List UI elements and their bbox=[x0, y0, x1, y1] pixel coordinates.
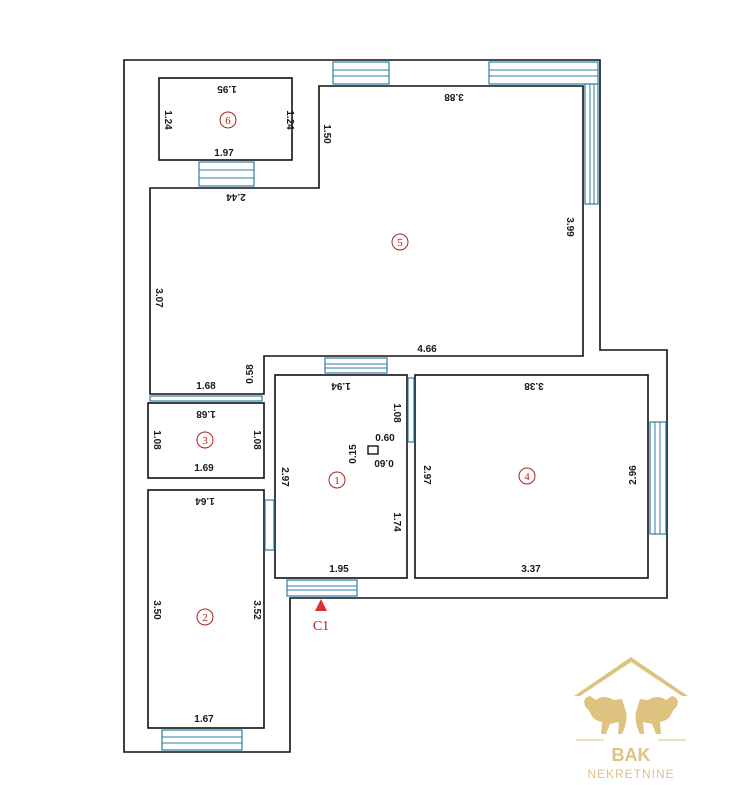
room-4-outline bbox=[414, 374, 649, 579]
dim-r4-bottom: 3.37 bbox=[521, 564, 541, 575]
dim-r1-upper-right: 1.08 bbox=[391, 403, 402, 423]
dim-r1-niche-w2: 0.60 bbox=[374, 457, 394, 468]
dim-r2-right: 3.52 bbox=[251, 600, 262, 620]
dim-r1-top: 1.94 bbox=[331, 380, 351, 391]
dim-r5-notch: 1.50 bbox=[321, 124, 332, 144]
door-room-5-3 bbox=[149, 395, 263, 402]
dim-r3-top: 1.68 bbox=[196, 408, 216, 419]
dim-r5-right: 3.99 bbox=[564, 217, 575, 237]
dim-r1-left: 2.97 bbox=[279, 467, 290, 487]
dim-r2-top: 1.64 bbox=[195, 495, 215, 506]
svg-text:1: 1 bbox=[334, 475, 340, 487]
room-1-outline bbox=[274, 374, 408, 579]
window-top-corner bbox=[488, 61, 599, 85]
room-3-outline bbox=[147, 402, 265, 479]
room-number-2: 2 bbox=[196, 608, 214, 626]
bak-logo: BAK NEKRETNINE bbox=[574, 657, 688, 781]
dim-r6-bottom: 1.97 bbox=[214, 148, 234, 159]
dim-r1-niche-d: 0.15 bbox=[348, 444, 359, 464]
window-right-upper bbox=[584, 83, 599, 205]
dim-r4-right: 2.96 bbox=[628, 465, 639, 485]
room-number-4: 4 bbox=[518, 467, 536, 485]
dim-r1-bottom: 1.95 bbox=[329, 564, 349, 575]
dim-r5-step: 0.58 bbox=[245, 364, 256, 384]
dim-r5-bottom: 4.66 bbox=[417, 344, 437, 355]
door-room-2-1 bbox=[264, 499, 275, 551]
logo-sub: NEKRETNINE bbox=[587, 767, 674, 781]
dim-r1-niche-w: 0.60 bbox=[375, 433, 395, 444]
window-room-1-top bbox=[324, 357, 388, 374]
dim-r5-bottom-left: 1.68 bbox=[196, 381, 216, 392]
dim-r5-upper-left: 2.44 bbox=[226, 191, 246, 202]
dim-r6-top: 1.95 bbox=[217, 83, 237, 94]
dim-r5-left: 3.07 bbox=[153, 288, 164, 308]
entrance-label: C1 bbox=[313, 619, 329, 634]
room-number-6: 6 bbox=[219, 111, 237, 129]
logo-bull-icon bbox=[584, 696, 627, 734]
svg-text:4: 4 bbox=[524, 471, 530, 483]
dim-r6-right: 1.24 bbox=[284, 110, 295, 130]
svg-text:3: 3 bbox=[202, 435, 208, 447]
door-room-1-4 bbox=[407, 377, 415, 443]
dim-r4-left: 2.97 bbox=[421, 465, 432, 485]
dim-r6-left: 1.24 bbox=[162, 110, 173, 130]
svg-text:2: 2 bbox=[202, 612, 208, 624]
dim-r3-left: 1.08 bbox=[151, 430, 162, 450]
room-number-5: 5 bbox=[391, 233, 409, 251]
dim-r1-lower-right: 1.74 bbox=[391, 512, 402, 532]
dim-r4-top: 3.38 bbox=[524, 380, 544, 391]
entrance-door bbox=[286, 579, 358, 597]
window-room-2-bottom bbox=[161, 729, 243, 751]
window-room-6 bbox=[198, 161, 255, 187]
dim-r2-left: 3.50 bbox=[151, 600, 162, 620]
room-number-3: 3 bbox=[196, 431, 214, 449]
logo-brand: BAK bbox=[612, 745, 651, 765]
dim-r2-bottom: 1.67 bbox=[194, 714, 214, 725]
window-room-4-right bbox=[649, 421, 667, 535]
svg-text:6: 6 bbox=[225, 115, 231, 127]
logo-bull-icon-2 bbox=[635, 696, 678, 734]
dim-r5-top: 3.88 bbox=[444, 91, 464, 102]
room-6-outline bbox=[158, 77, 293, 161]
entrance-arrow-icon bbox=[315, 599, 327, 611]
dim-r3-bottom: 1.69 bbox=[194, 463, 214, 474]
dim-r3-right: 1.08 bbox=[251, 430, 262, 450]
window-top-left bbox=[332, 61, 390, 85]
svg-text:5: 5 bbox=[397, 237, 403, 249]
room-number-1: 1 bbox=[328, 471, 346, 489]
room-1-niche bbox=[367, 445, 379, 455]
room-5-outline bbox=[149, 85, 584, 395]
logo-roof-icon bbox=[574, 657, 688, 696]
